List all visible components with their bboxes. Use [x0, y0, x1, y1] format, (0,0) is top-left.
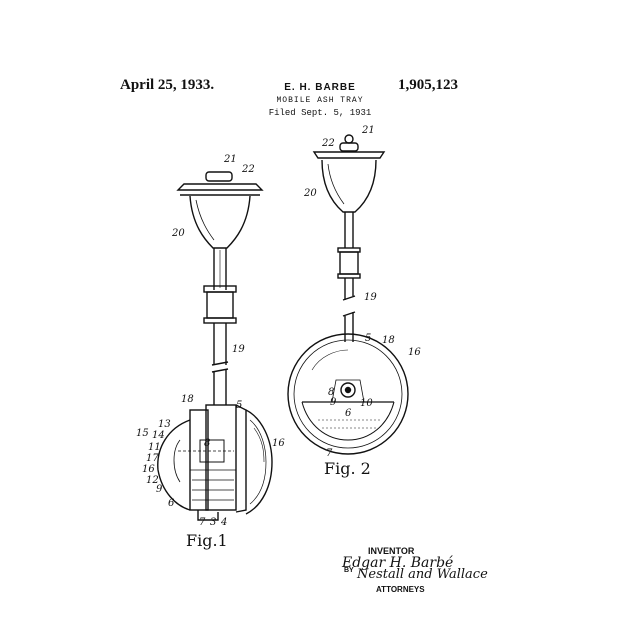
ref-label: 11 [148, 442, 161, 453]
ref-label: 22 [241, 164, 255, 175]
fig2-tray-lid [312, 151, 386, 159]
ref-label: 16 [142, 464, 155, 475]
fig2-ref-labels: 21 22 20 19 5 18 16 8 9 10 6 7 [303, 125, 421, 459]
ref-label: 8 [204, 438, 210, 449]
ref-label: 7 [326, 448, 333, 459]
ref-label: 16 [272, 438, 285, 449]
ref-label: 5 [365, 333, 371, 344]
ref-label: 5 [236, 400, 242, 411]
ref-label: 7 [199, 517, 206, 528]
ref-label: 20 [303, 188, 317, 199]
fig1-knob [205, 171, 233, 182]
figure-1 [157, 171, 273, 521]
fig1-bowl [189, 195, 251, 249]
ref-label: 9 [156, 484, 163, 495]
patent-date: April 25, 1933. [120, 77, 215, 93]
ref-label: 20 [171, 228, 185, 239]
fig2-pivot [340, 382, 356, 398]
ref-label: 18 [181, 394, 194, 405]
ref-label: 22 [321, 138, 335, 149]
ref-label: 17 [146, 453, 159, 464]
ref-label: 3 [210, 517, 216, 528]
ref-label: 15 [136, 428, 149, 439]
fig2-bowl [321, 159, 377, 213]
fig1-ref-labels: 21 22 20 19 18 5 16 13 15 14 11 8 17 16 … [136, 154, 285, 528]
fig1-drum [245, 409, 273, 515]
fig1-housing [189, 409, 209, 511]
ref-label: 9 [330, 397, 337, 408]
ref-label: 14 [152, 430, 165, 441]
fig1-tray-lid [176, 183, 264, 191]
attorneys-signature: Nestall and Wallace [357, 567, 488, 582]
attorneys-label: ATTORNEYS [376, 585, 425, 594]
inventor-signature: Edgar H. Barbé [342, 555, 454, 571]
fig1-left-dome [157, 419, 191, 511]
ref-label: 6 [168, 498, 175, 509]
inventor-label: INVENTOR [368, 546, 415, 556]
fig2-collar [339, 251, 359, 275]
fig2-tray-well [301, 401, 395, 441]
filing-date: Filed Sept. 5, 1931 [268, 108, 372, 118]
figure-2 [287, 134, 409, 455]
inventor-header: E. H. BARBE [284, 82, 356, 93]
fig2-ring [344, 134, 354, 144]
ref-label: 21 [223, 154, 237, 165]
ref-label: 4 [220, 517, 227, 528]
ref-label: 16 [408, 347, 421, 358]
fig2-caption: Fig. 2 [324, 459, 371, 478]
ref-label: 19 [364, 292, 377, 303]
patent-number: 1,905,123 [398, 77, 458, 93]
ref-label: 12 [146, 475, 159, 486]
patent-title: MOBILE ASH TRAY [276, 96, 364, 105]
ref-label: 6 [345, 408, 352, 419]
ref-label: 18 [382, 335, 395, 346]
ref-label: 19 [232, 344, 245, 355]
ref-label: 13 [158, 419, 171, 430]
ref-label: 10 [360, 398, 373, 409]
fig1-caption: Fig.1 [186, 531, 228, 550]
ref-label: 21 [361, 125, 375, 136]
fig1-collar [206, 291, 234, 319]
fig2-disc [287, 333, 409, 455]
ref-label: 8 [328, 387, 334, 398]
by-label: BY [344, 567, 354, 574]
